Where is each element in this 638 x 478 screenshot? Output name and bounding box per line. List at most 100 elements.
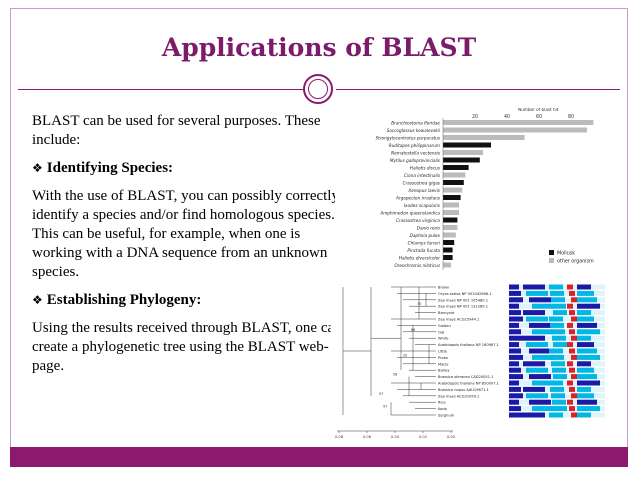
domain-segment <box>553 342 567 348</box>
category-label: Saccoglossus kowalevskii <box>387 128 441 133</box>
domain-segment <box>550 386 564 392</box>
domain-segment <box>571 316 577 322</box>
domain-segment <box>571 354 577 360</box>
frame-border-right <box>627 8 628 448</box>
tree-leaf-label: Brown <box>438 286 449 290</box>
domain-segment <box>567 322 573 328</box>
bar <box>443 135 525 140</box>
title-divider-right <box>336 89 620 90</box>
category-label: Haliotis discus <box>410 166 441 171</box>
tree-leaf-label: Arabidopsis thaliana NP 180987.1 <box>438 343 499 347</box>
bar <box>443 210 459 215</box>
legend-label-mollusk: Mollusk <box>557 251 575 257</box>
slide-body: BLAST can be used for several purposes. … <box>32 112 342 385</box>
tree-leaf-label: Barley <box>438 369 450 373</box>
category-label: Xenopus laevis <box>407 188 440 193</box>
domain-segment <box>549 316 563 322</box>
domain-segment <box>577 386 591 392</box>
domain-segment <box>526 316 548 322</box>
tree-leaf-label: Proso <box>438 356 448 360</box>
tree-leaf-label: Barnyard <box>438 311 454 315</box>
domain-segment <box>509 406 521 412</box>
domain-segment <box>569 386 575 392</box>
domain-segment <box>509 310 521 316</box>
domain-segment <box>509 361 519 367</box>
domain-segment <box>577 322 597 328</box>
category-label: Amphimedon queenslandica <box>379 211 440 216</box>
domain-segment <box>523 284 545 290</box>
bar <box>443 262 451 268</box>
domain-segment <box>577 335 591 341</box>
domain-segment <box>577 348 597 354</box>
divider-circle-inner <box>308 79 328 99</box>
bar <box>443 195 461 200</box>
domain-segment <box>509 284 519 290</box>
domain-segment <box>551 393 565 399</box>
diamond-bullet-icon: ❖ <box>32 293 43 307</box>
domain-segment <box>532 329 554 335</box>
domain-segment <box>577 284 591 290</box>
domain-segment <box>509 386 521 392</box>
domain-segment <box>577 374 597 380</box>
category-label: Branchiostoma floridae <box>391 121 440 126</box>
domain-segment <box>526 393 548 399</box>
section-heading-establishing-phylogeny: ❖Establishing Phylogeny: <box>32 291 342 310</box>
bar <box>443 225 458 230</box>
domain-segment <box>509 380 519 386</box>
domain-segment <box>529 374 551 380</box>
domain-segment <box>567 284 573 290</box>
domain-segment <box>569 367 575 373</box>
domain-segment <box>509 399 519 405</box>
domain-segment <box>529 348 551 354</box>
legend-label-other: other organism <box>557 259 594 265</box>
footer-bar <box>10 447 628 467</box>
domain-segment <box>509 329 521 335</box>
category-label: Crassostrea gigas <box>403 181 441 186</box>
domain-segment <box>571 374 577 380</box>
category-label: Strongylocentrotus purpuratus <box>376 136 441 141</box>
identifying-species-paragraph: With the use of BLAST, you can possibly … <box>32 188 339 280</box>
tree-node-label: 97 <box>379 392 383 396</box>
domain-segment <box>509 367 521 373</box>
tree-node-label: 70 <box>417 302 421 306</box>
domain-segment <box>571 335 577 341</box>
domain-segment <box>509 354 523 360</box>
domain-segment <box>569 348 575 354</box>
domain-segment <box>523 386 545 392</box>
domain-segment <box>571 393 577 399</box>
bar <box>443 232 456 238</box>
domain-segment <box>567 399 573 405</box>
domain-segment <box>577 412 591 418</box>
category-label: Ruditapes philippinarum <box>389 143 440 148</box>
tree-leaf-label: Golden <box>438 324 451 328</box>
category-label: Crassostrea virginica <box>396 218 440 223</box>
category-label: Haliotis diversicolor <box>399 256 440 261</box>
domain-segment <box>577 406 600 412</box>
domain-segment <box>567 342 573 348</box>
category-label: Daphnia pulex <box>410 233 441 238</box>
tree-leaf-label: Kodo <box>438 407 447 411</box>
frame-border-top <box>10 8 628 9</box>
domain-segment <box>577 297 597 303</box>
tree-leaf-label: Sorghum <box>438 414 455 418</box>
category-label: Ixodes scapularis <box>404 203 441 208</box>
domain-segment <box>552 335 566 341</box>
domain-segment <box>509 335 523 341</box>
domain-segment <box>549 412 563 418</box>
domain-segment <box>567 380 573 386</box>
tree-leaf-label: Brassica oleracea CAD20051.1 <box>438 375 493 379</box>
x-tick-label: 40 <box>504 114 510 120</box>
domain-segment <box>532 406 554 412</box>
domain-segment <box>529 297 551 303</box>
section-heading-text: Establishing Phylogeny: <box>46 292 202 308</box>
tree-leaf-label: Oat <box>438 330 445 334</box>
tree-scale-tick-label: 0.04 <box>391 435 400 439</box>
domain-segment <box>549 284 563 290</box>
domain-segment <box>509 393 523 399</box>
domain-segment <box>569 310 575 316</box>
tree-leaf-label: Zea mays ACG25944.1 <box>438 318 479 322</box>
domain-segment <box>509 303 519 309</box>
domain-segment <box>523 412 545 418</box>
